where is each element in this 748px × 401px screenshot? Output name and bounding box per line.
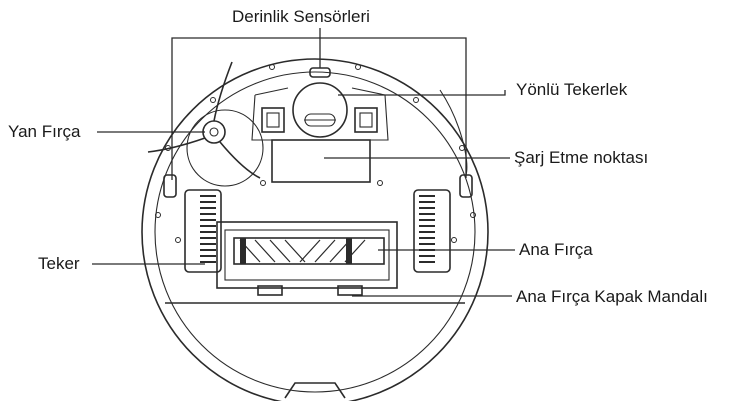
leader-caster-wheel bbox=[338, 90, 506, 96]
robot-body-outline bbox=[141, 58, 489, 401]
battery-cover bbox=[271, 139, 371, 183]
label-depth-sensors: Derinlik Sensörleri bbox=[232, 7, 370, 26]
depth-sensor-bracket bbox=[171, 37, 467, 178]
charging-contact-right-inner bbox=[359, 112, 373, 128]
left-cliff-sensor bbox=[163, 174, 177, 198]
side-brush-housing bbox=[186, 109, 264, 187]
robot-body-inner-rim bbox=[154, 71, 476, 393]
side-brush-arm-left bbox=[147, 137, 206, 153]
charging-contact-right bbox=[354, 107, 378, 133]
side-brush-arm-right bbox=[219, 141, 261, 179]
label-main-brush: Ana Fırça bbox=[519, 240, 593, 259]
charging-contact-left bbox=[261, 107, 285, 133]
right-wheel-tread bbox=[419, 195, 435, 263]
main-brush-end-cap-left bbox=[240, 238, 246, 264]
label-caster-wheel: Yönlü Tekerlek bbox=[516, 80, 628, 99]
side-brush-hub-center bbox=[209, 127, 219, 137]
dustbin-handle-notch bbox=[284, 382, 346, 399]
side-brush-arm-top bbox=[213, 61, 233, 122]
right-wheel-well bbox=[413, 189, 451, 273]
label-main-brush-cover-latch: Ana Fırça Kapak Mandalı bbox=[516, 287, 708, 306]
cover-latch-left bbox=[257, 285, 283, 296]
caster-wheel bbox=[292, 82, 348, 138]
side-brush-hub bbox=[202, 120, 226, 144]
label-side-brush: Yan Fırça bbox=[8, 122, 81, 141]
main-brush-roller bbox=[233, 237, 385, 265]
charging-contact-left-inner bbox=[266, 112, 280, 128]
left-wheel-tread bbox=[200, 195, 216, 263]
cover-latch-right bbox=[337, 285, 363, 296]
label-wheel: Teker bbox=[38, 254, 80, 273]
main-brush-cover-frame bbox=[216, 221, 398, 289]
front-cliff-sensor bbox=[309, 67, 331, 78]
left-wheel-well bbox=[184, 189, 222, 273]
right-edge-strip bbox=[439, 89, 468, 176]
main-brush-end-cap-right bbox=[346, 238, 352, 264]
rim-screw-dots bbox=[155, 64, 476, 243]
main-brush-cover-inner bbox=[224, 229, 390, 281]
label-charging-contacts: Şarj Etme noktası bbox=[514, 148, 649, 167]
